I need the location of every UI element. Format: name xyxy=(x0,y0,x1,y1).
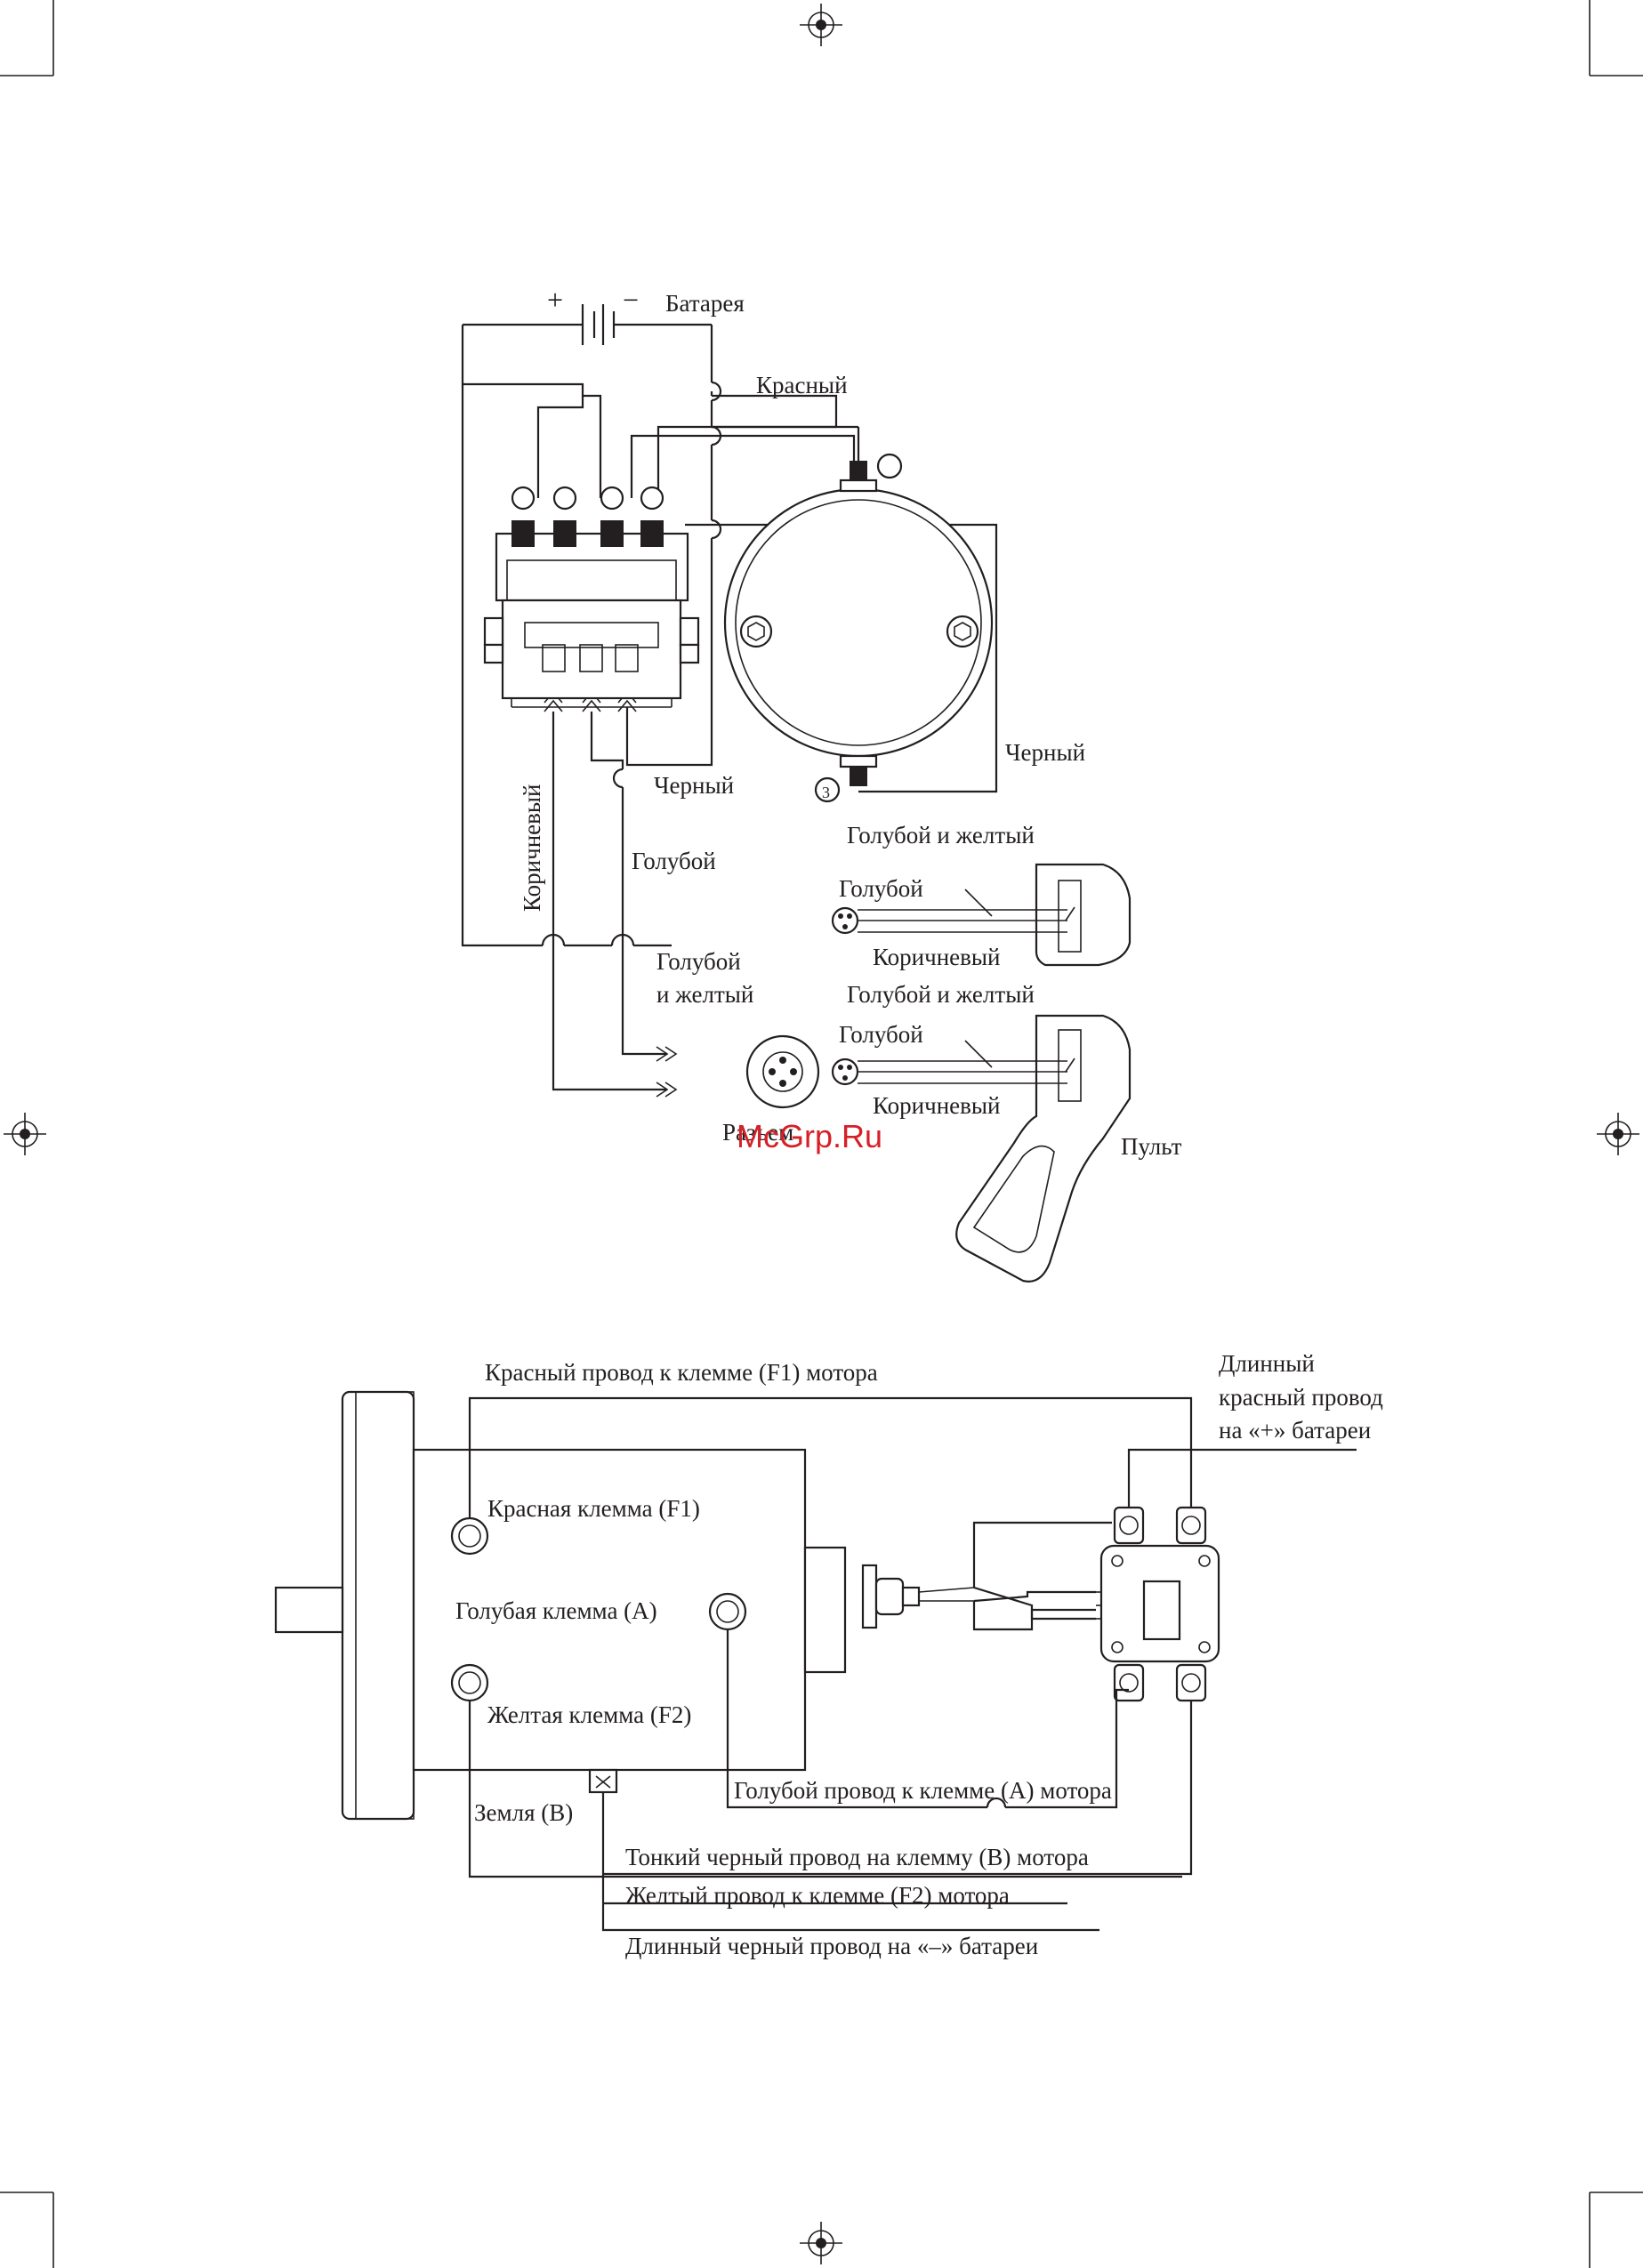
wires-diagram1 xyxy=(461,325,998,1091)
label-yellow-wire-f2: Желтый провод к клемме (F2) мотора xyxy=(625,1882,1010,1909)
label-long-black: Длинный черный провод на «–» батареи xyxy=(625,1933,1038,1959)
connector-socket xyxy=(745,1034,820,1109)
diagram-motor-wiring: Красный провод к клемме (F1) мотора Длин… xyxy=(274,1350,1383,1959)
label-red-terminal: Красная клемма (F1) xyxy=(487,1495,700,1522)
label-ground: Земля (B) xyxy=(474,1799,573,1826)
label-remote: Пульт xyxy=(1121,1133,1182,1160)
battery-minus: − xyxy=(623,284,639,316)
label-blue-yellow-1: Голубой xyxy=(656,948,741,975)
remote1-label-blue: Голубой xyxy=(839,875,923,902)
motor-terminal-number: 3 xyxy=(822,784,830,801)
remote1-label-blue-yellow: Голубой и желтый xyxy=(847,822,1035,848)
remote1-label-brown: Коричневый xyxy=(873,944,1000,970)
label-yellow-terminal: Желтая клемма (F2) xyxy=(487,1701,691,1728)
battery-plus: + xyxy=(547,284,563,316)
label-black-left: Черный xyxy=(654,772,734,799)
switch-plug xyxy=(861,1564,975,1629)
label-blue-yellow-2: и желтый xyxy=(656,981,753,1008)
diagram-winch-circuit: + − Батарея xyxy=(461,284,1182,1283)
battery-label: Батарея xyxy=(665,290,745,317)
solenoid-block xyxy=(483,486,700,708)
wires-diagram2 xyxy=(468,1396,1357,1932)
label-red-wire-f1: Красный провод к клемме (F1) мотора xyxy=(485,1359,878,1386)
connector-chevrons xyxy=(544,690,678,1098)
registration-mark-top xyxy=(800,4,842,46)
battery-symbol xyxy=(463,304,712,345)
label-blue-wire-a: Голубой провод к клемме (A) мотора xyxy=(734,1777,1112,1804)
remote-switch-top xyxy=(831,863,1132,967)
label-connector: Разъем xyxy=(722,1119,793,1146)
label-long-red-1: Длинный xyxy=(1219,1350,1315,1377)
label-blue-terminal: Голубая клемма (A) xyxy=(455,1597,657,1624)
registration-mark-bottom xyxy=(800,2222,842,2264)
registration-mark-left xyxy=(4,1113,46,1155)
remote2-label-blue: Голубой xyxy=(839,1021,923,1048)
label-long-red-2: красный провод xyxy=(1219,1384,1383,1411)
registration-mark-right xyxy=(1597,1113,1639,1155)
label-thin-black-b: Тонкий черный провод на клемму (B) мотор… xyxy=(625,1844,1089,1870)
label-brown-vertical: Коричневый xyxy=(519,784,545,912)
label-blue: Голубой xyxy=(632,848,716,874)
watermark: McGrp.Ru xyxy=(737,1118,882,1154)
label-long-red-3: на «+» батареи xyxy=(1219,1417,1371,1444)
motor-body xyxy=(274,1390,847,1821)
solenoid-unit xyxy=(1096,1506,1220,1702)
remote2-label-blue-yellow: Голубой и желтый xyxy=(847,981,1035,1008)
label-black-right: Черный xyxy=(1005,739,1085,766)
motor-housing xyxy=(723,453,994,803)
remote-switch-pistol xyxy=(831,1014,1132,1283)
remote2-label-brown: Коричневый xyxy=(873,1092,1000,1119)
label-red: Красный xyxy=(756,372,848,398)
